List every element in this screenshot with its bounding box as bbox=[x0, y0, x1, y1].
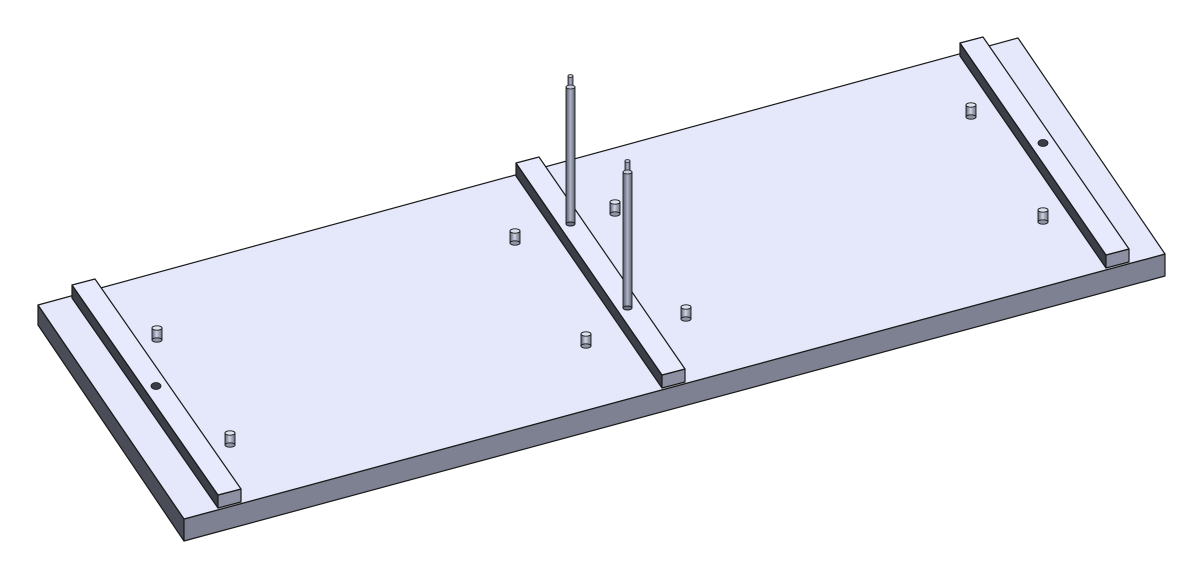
short-pin bbox=[609, 199, 621, 217]
short-pins bbox=[151, 102, 1049, 448]
left-rail bbox=[71, 278, 242, 509]
short-pin bbox=[965, 102, 977, 120]
middle-rail bbox=[515, 156, 686, 389]
right-rail-hole bbox=[1037, 139, 1049, 147]
short-pin bbox=[1037, 207, 1049, 225]
short-pin bbox=[224, 430, 236, 448]
short-pin bbox=[151, 325, 163, 343]
long-rod bbox=[622, 159, 633, 311]
short-pin bbox=[580, 331, 592, 349]
middle-rail-top bbox=[515, 156, 686, 376]
short-pin bbox=[509, 228, 521, 246]
long-rods bbox=[565, 74, 633, 311]
long-rod bbox=[565, 74, 576, 227]
left-rail-hole bbox=[150, 382, 162, 390]
right-rail bbox=[959, 36, 1130, 269]
short-pin bbox=[680, 304, 692, 322]
